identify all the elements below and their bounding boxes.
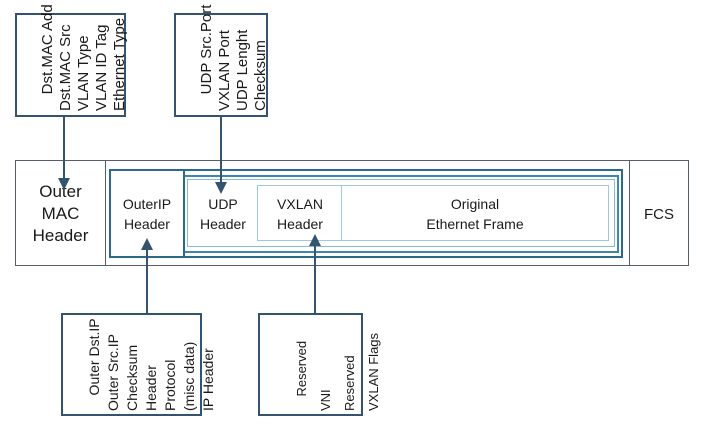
udp-header-label: UDP Header — [200, 196, 246, 232]
outer-mac-header-label: Outer MAC Header — [32, 182, 89, 245]
fcs-divider — [629, 160, 630, 266]
vxlan-encapsulation-frame — [257, 185, 609, 241]
original-ethernet-frame-label: Original Ethernet Frame — [426, 196, 524, 232]
ip-divider — [183, 169, 185, 258]
outer-ip-header-label: OuterIP Header — [122, 196, 172, 232]
vxlan-divider — [341, 185, 342, 241]
packet-outline — [15, 160, 689, 266]
mac-divider — [105, 160, 106, 266]
fcs-label: FCS — [644, 205, 674, 223]
udp-inner-frame — [187, 179, 615, 247]
vxlan-header-label: VXLAN Header — [277, 196, 323, 232]
ip-encapsulation-frame — [109, 169, 623, 258]
